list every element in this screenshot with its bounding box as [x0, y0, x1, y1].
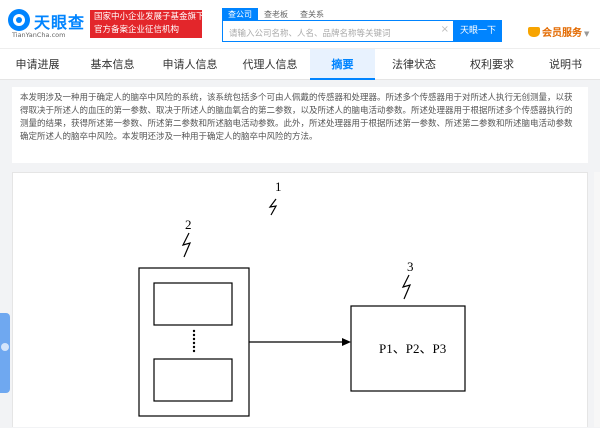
top-header: 天眼查 TianYanCha.com 国家中小企业发展子基金旗下 官方备案企业征…: [0, 0, 600, 48]
leader-line-1: [268, 198, 278, 216]
tab-legal-status[interactable]: 法律状态: [392, 58, 436, 71]
arrow-head: [342, 338, 351, 346]
logo-eye-icon: [8, 9, 30, 31]
tab-agent-info[interactable]: 代理人信息: [242, 58, 298, 71]
crown-icon: [528, 27, 540, 37]
tab-application-progress[interactable]: 申请进展: [15, 58, 60, 71]
side-float-tab[interactable]: [0, 313, 10, 393]
badge-line-2: 官方备案企业征信机构: [94, 25, 180, 35]
processor-box: [350, 305, 466, 392]
brand-name: 天眼查: [34, 13, 86, 32]
search-type-tabs: 查公司 查老板 查关系: [222, 8, 330, 21]
tab-basic-info[interactable]: 基本信息: [90, 58, 135, 71]
leader-line-3: [401, 274, 412, 300]
tab-search-boss[interactable]: 查老板: [264, 10, 288, 19]
clear-icon[interactable]: ×: [440, 24, 449, 35]
vip-service-menu[interactable]: 会员服务▼: [528, 24, 589, 39]
search-button[interactable]: 天眼一下: [454, 20, 502, 42]
tab-abstract[interactable]: 摘要: [310, 49, 375, 80]
processor-box-text: P1、P2、P3: [379, 341, 446, 356]
patent-figure: 1 2 3 P1、P2、P3: [12, 172, 588, 427]
sensor-box-bottom: [153, 358, 233, 402]
tab-applicant-info[interactable]: 申请人信息: [162, 58, 218, 71]
search-box: ×: [222, 20, 454, 44]
feedback-icon: [1, 343, 9, 351]
badge-line-1: 国家中小企业发展子基金旗下: [94, 12, 205, 22]
tianyancha-logo[interactable]: 天眼查 TianYanCha.com: [8, 9, 90, 39]
tab-search-relation[interactable]: 查关系: [300, 10, 324, 19]
brand-domain: TianYanCha.com: [12, 31, 66, 39]
figure-label-1: 1: [275, 179, 282, 194]
leader-line-2: [181, 232, 192, 258]
vip-label: 会员服务: [542, 28, 582, 39]
figure-label-3: 3: [407, 259, 414, 274]
detail-nav-tabs: 申请进展 基本信息 申请人信息 代理人信息 摘要 法律状态 权利要求 说明书: [0, 48, 600, 80]
figure-label-2: 2: [185, 217, 192, 232]
official-badge: 国家中小企业发展子基金旗下 官方备案企业征信机构: [90, 10, 205, 38]
search-input[interactable]: [223, 24, 433, 44]
tab-description[interactable]: 说明书: [549, 58, 582, 71]
abstract-text: 本发明涉及一种用于确定人的脑卒中风险的系统，该系统包括多个可由人佩戴的传感器和处…: [12, 87, 588, 163]
chevron-down-icon: ▼: [584, 30, 590, 38]
sensor-box-top: [153, 282, 233, 326]
patent-drawing: 1 2 3 P1、P2、P3: [138, 179, 466, 417]
tab-search-company[interactable]: 查公司: [222, 8, 258, 21]
tab-claims[interactable]: 权利要求: [470, 58, 514, 71]
scrollbar[interactable]: [594, 172, 600, 427]
